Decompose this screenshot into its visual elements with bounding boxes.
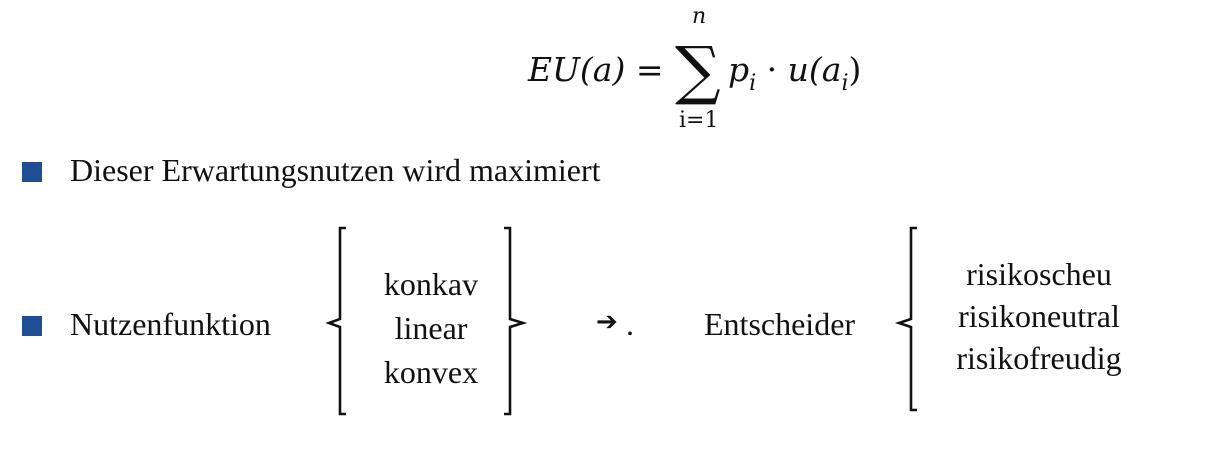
formula-term-close: ) (848, 50, 862, 89)
bullet-marker-2 (22, 316, 42, 336)
decider-label: Entscheider (704, 306, 856, 342)
bullet-text-utility-function: Nutzenfunktion (70, 306, 271, 342)
bullet-marker-1 (22, 162, 42, 182)
decider-type-risk-seeking: risikofreudig (956, 340, 1122, 376)
utility-form-concave: konkav (383, 266, 479, 302)
formula-dot: · (766, 50, 778, 89)
bullet-text-maximize: Dieser Erwartungsnutzen wird maximiert (70, 152, 601, 188)
utility-form-linear: linear (394, 310, 468, 346)
formula-rhs: pi · u(ai) (728, 50, 862, 96)
sum-lower-limit: i=1 (679, 108, 719, 133)
formula-term-p-sub: i (749, 71, 757, 96)
left-bracket-utility (325, 226, 346, 416)
formula-term-u: u(a (787, 50, 842, 89)
arrow-right-icon: ➔ (596, 307, 618, 337)
formula-term-p: p (728, 50, 750, 89)
left-bracket-decider (894, 226, 917, 412)
utility-form-convex: konvex (383, 354, 479, 390)
formula-equals: = (635, 50, 664, 89)
sum-symbol: ∑ (675, 34, 721, 108)
arrow-trailing-period: . (626, 306, 634, 342)
formula-lhs: EU(a) (528, 50, 626, 89)
formula-term-u-sub: i (841, 71, 849, 96)
decider-type-risk-averse: risikoscheu (966, 256, 1112, 292)
formula: EU(a) = (528, 50, 663, 89)
sum-upper-limit: n (692, 4, 707, 29)
decider-type-risk-neutral: risikoneutral (958, 298, 1120, 334)
right-bracket-utility (504, 226, 528, 416)
